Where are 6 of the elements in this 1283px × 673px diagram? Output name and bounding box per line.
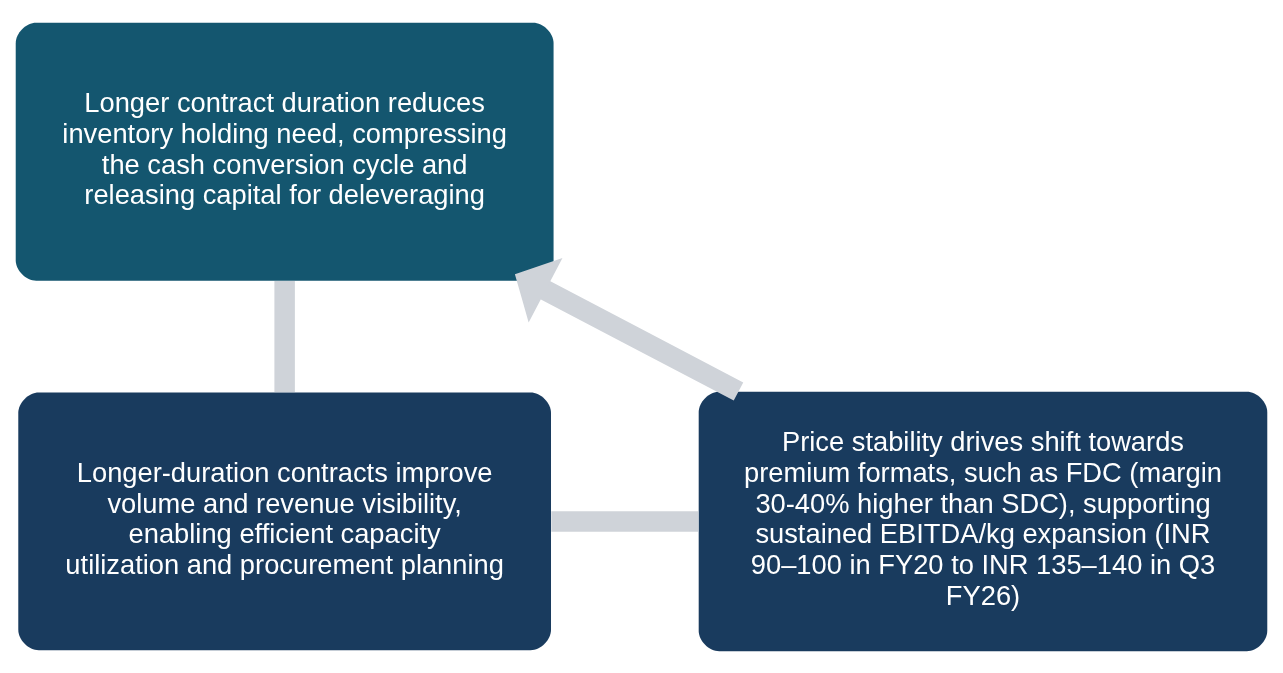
- node-box: Longer contract duration reduces inventory holding need, compressing the cash conversion cycle and releasing capital for deleveraging: [15, 22, 554, 281]
- node-box: Longer-duration contracts improve volume and revenue visibility, enabling efficient capacity utilization and procurement planning: [18, 392, 551, 650]
- node-box: Price stability drives shift towards premium formats, such as FDC (margin 30-40% higher than SDC), supporting sustained EBITDA/kg expansion (INR 90–100 in FY20 to INR 135–140 in Q3 FY26): [698, 391, 1268, 651]
- connector: [274, 280, 295, 392]
- arrow: [514, 257, 744, 401]
- connector: [551, 510, 698, 532]
